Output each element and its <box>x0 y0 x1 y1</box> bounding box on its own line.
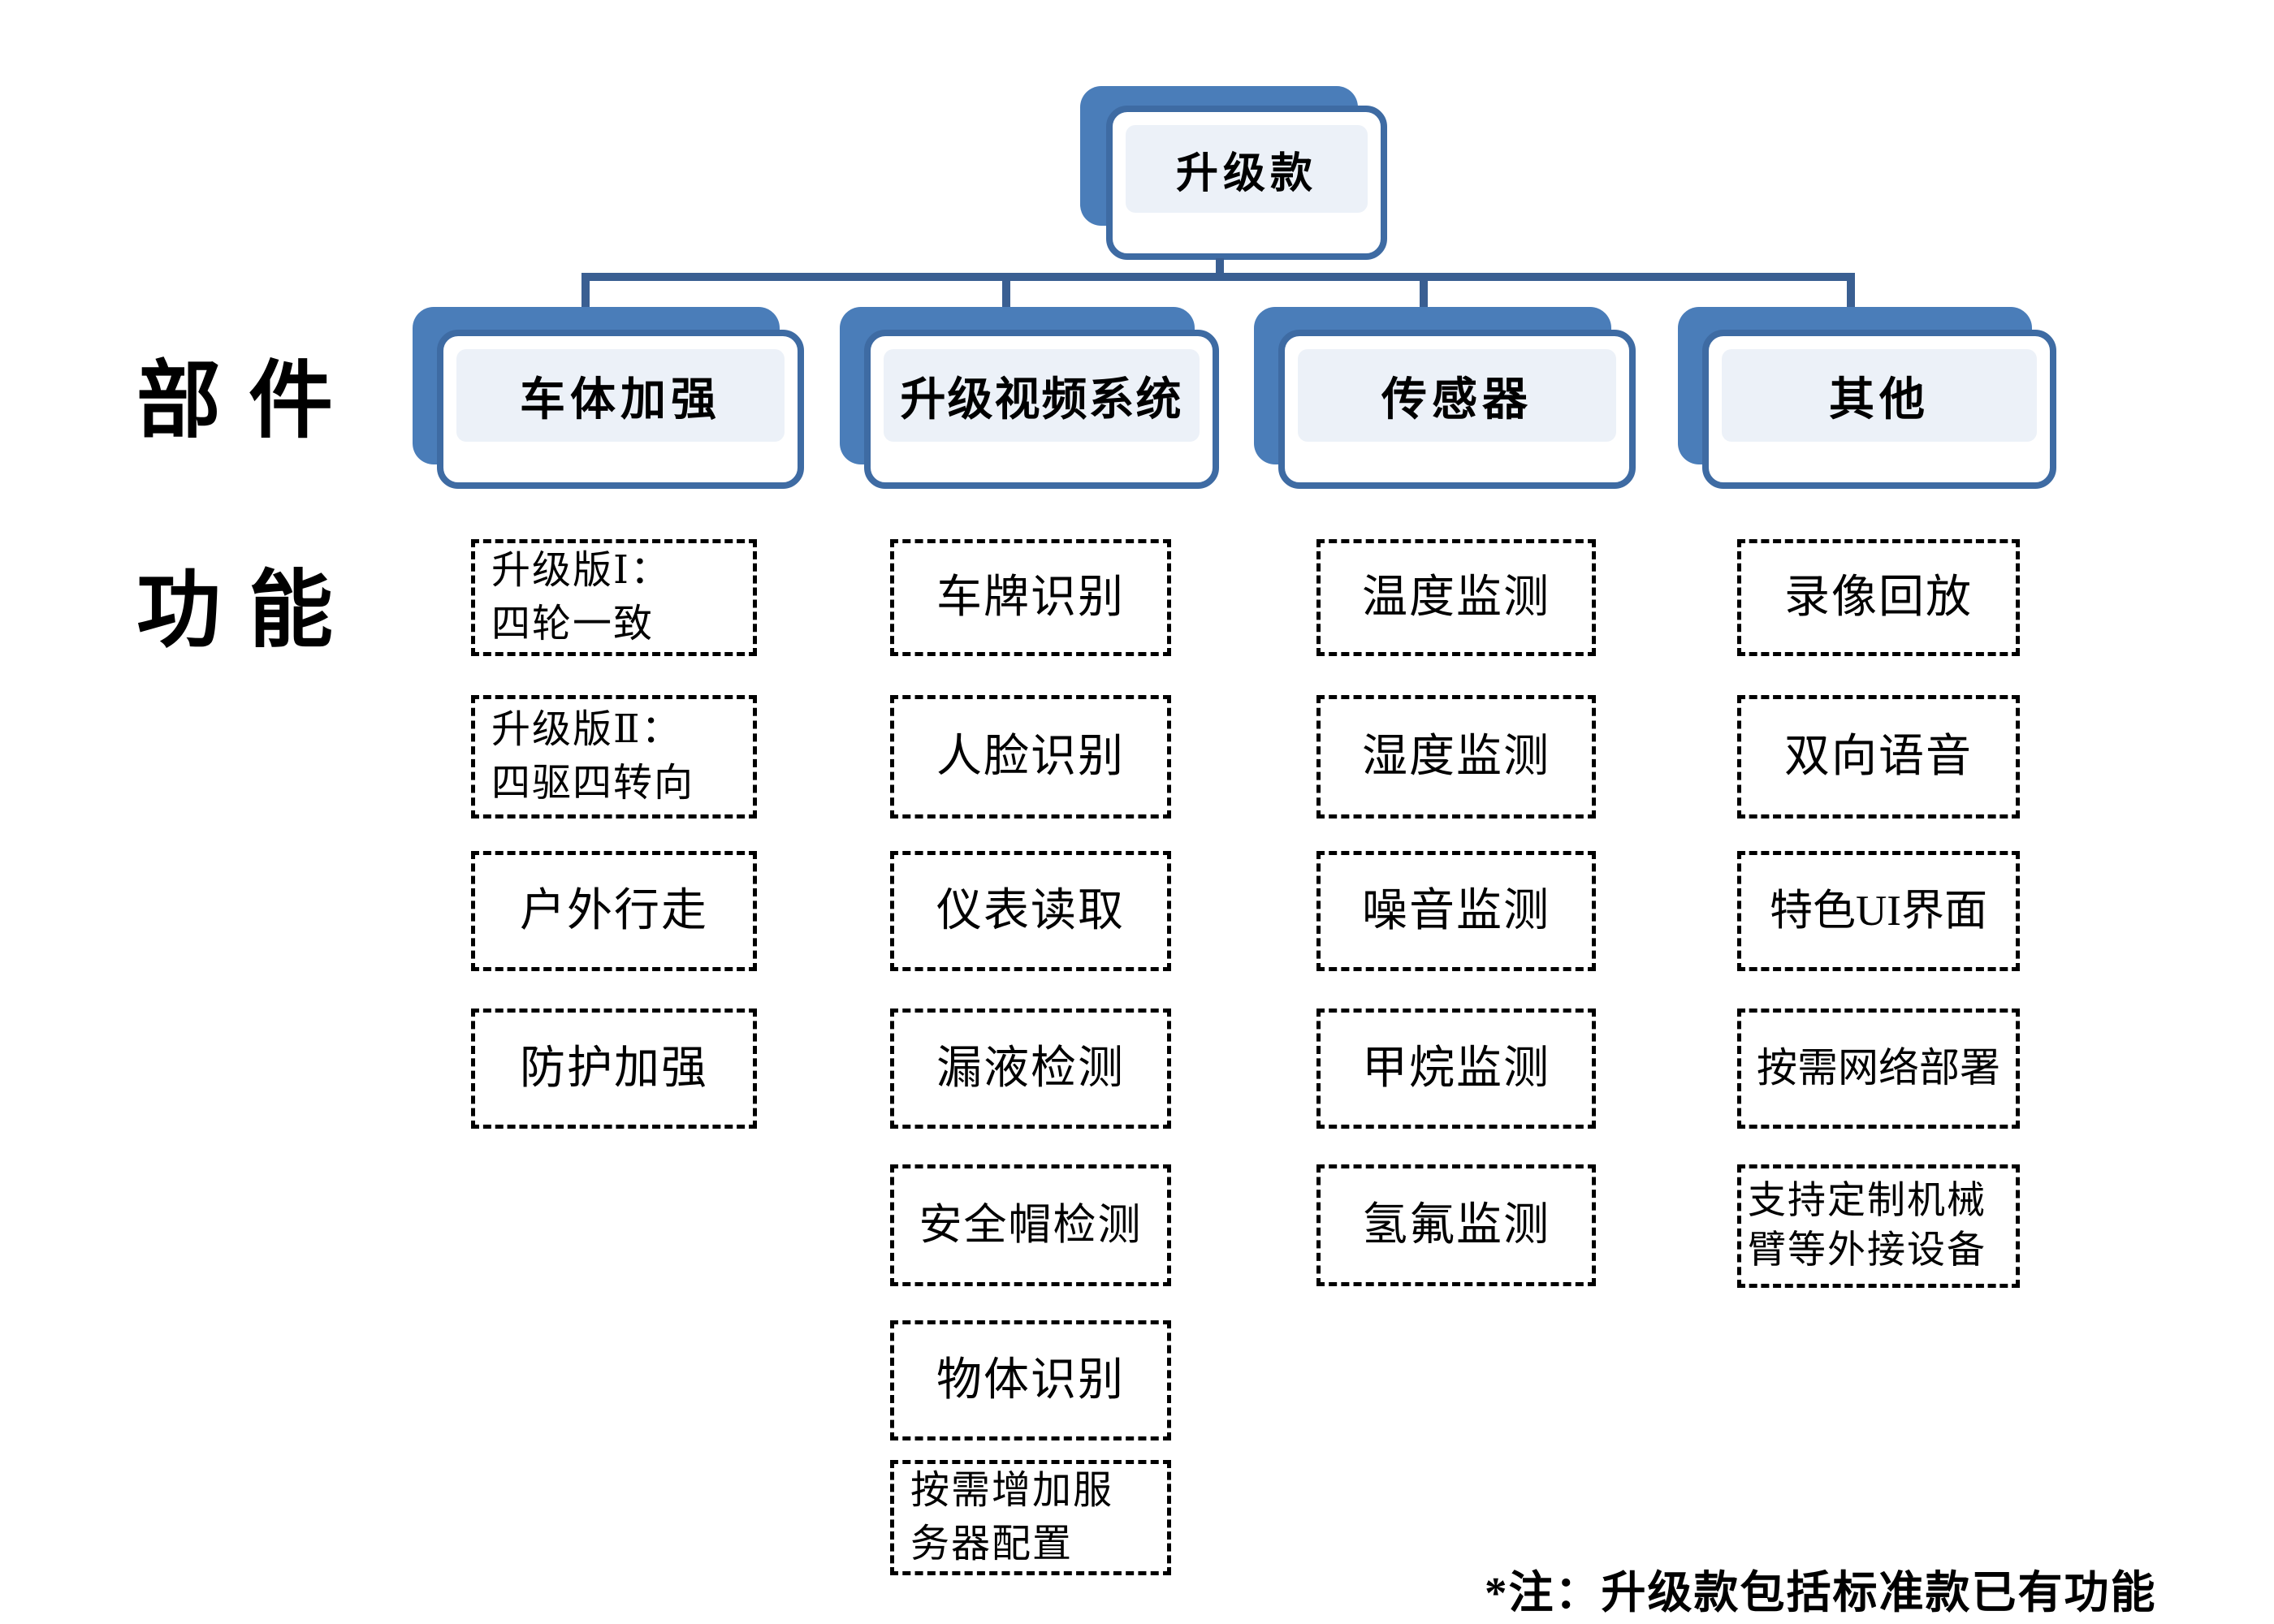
feature-item: 升级版Ⅰ： 四轮一致 <box>471 539 757 656</box>
feature-item: 按需增加服 务器配置 <box>890 1460 1171 1575</box>
connector-stub-1 <box>581 279 590 309</box>
feature-item: 湿度监测 <box>1316 695 1596 818</box>
feature-item: 物体识别 <box>890 1320 1171 1440</box>
connector-stub-4 <box>1847 279 1855 309</box>
branch-header-panel: 其他 <box>1722 349 2037 442</box>
feature-item: 支持定制机械 臂等外接设备 <box>1737 1164 2020 1288</box>
feature-item: 安全帽检测 <box>890 1164 1171 1286</box>
feature-item: 升级版Ⅱ： 四驱四转向 <box>471 695 757 818</box>
feature-item: 噪音监测 <box>1316 851 1596 971</box>
row-label-components: 部件 <box>136 355 361 448</box>
root-node-panel: 升级款 <box>1126 125 1368 213</box>
branch-header-label: 传感器 <box>1381 374 1533 425</box>
connector-horizontal-line <box>581 273 1855 281</box>
row-label-functions: 功能 <box>136 564 361 658</box>
feature-item: 漏液检测 <box>890 1009 1171 1129</box>
feature-item: 甲烷监测 <box>1316 1009 1596 1129</box>
feature-item: 按需网络部署 <box>1737 1009 2020 1129</box>
footnote: *注：升级款包括标准款已有功能 <box>1485 1568 2157 1618</box>
branch-header-label: 其他 <box>1829 374 1930 425</box>
connector-stub-3 <box>1420 279 1428 309</box>
feature-item: 氢氟监测 <box>1316 1164 1596 1286</box>
feature-item: 车牌识别 <box>890 539 1171 656</box>
feature-item: 人脸识别 <box>890 695 1171 818</box>
branch-header-card: 升级视频系统 <box>864 330 1219 489</box>
feature-item: 特色UI界面 <box>1737 851 2020 971</box>
branch-header-label: 车体加强 <box>520 374 721 425</box>
root-node-label: 升级款 <box>1175 150 1317 197</box>
branch-header-card: 车体加强 <box>437 330 804 489</box>
feature-item: 仪表读取 <box>890 851 1171 971</box>
feature-item: 防护加强 <box>471 1009 757 1129</box>
branch-header-panel: 升级视频系统 <box>884 349 1200 442</box>
root-node-card: 升级款 <box>1106 106 1387 260</box>
branch-header-card: 其他 <box>1702 330 2056 489</box>
feature-item: 双向语音 <box>1737 695 2020 818</box>
branch-header-panel: 传感器 <box>1298 349 1616 442</box>
branch-header-panel: 车体加强 <box>456 349 785 442</box>
connector-root-stem <box>1216 258 1224 278</box>
feature-item: 户外行走 <box>471 851 757 971</box>
feature-item: 录像回放 <box>1737 539 2020 656</box>
branch-header-card: 传感器 <box>1278 330 1636 489</box>
feature-item: 温度监测 <box>1316 539 1596 656</box>
connector-stub-2 <box>1002 279 1010 309</box>
branch-header-label: 升级视频系统 <box>900 374 1183 425</box>
